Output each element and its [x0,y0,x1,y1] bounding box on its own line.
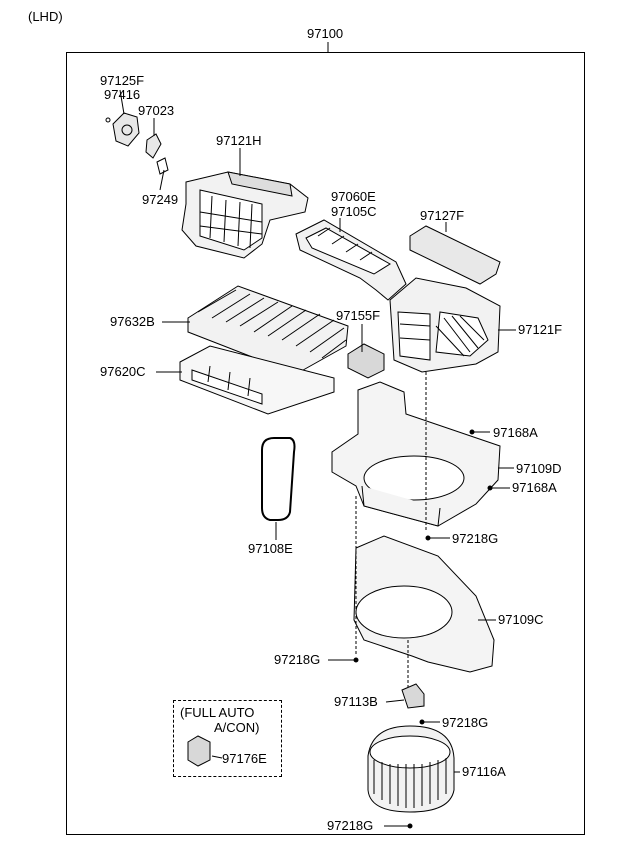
part-label-97620C: 97620C [100,364,146,379]
part-label-97168A-lower: 97168A [512,480,557,495]
part-label-97176E: 97176E [222,751,267,766]
part-label-97632B: 97632B [110,314,155,329]
part-label-97218G-1: 97218G [452,531,499,546]
filter-frame-part [295,219,407,301]
resistor-part [347,343,385,379]
part-label-97249: 97249 [142,192,179,207]
part-label-97218G-2: 97218G [274,652,321,667]
part-label-97109D: 97109D [516,461,562,476]
part-label-97060E: 97060E [331,189,376,204]
part-label-97109C: 97109C [498,612,544,627]
part-label-97113B: 97113B [334,694,378,709]
part-label-97125F: 97125F [100,73,145,88]
diagram-border [66,52,585,835]
upper-case-part [181,171,309,259]
part-label-97127F: 97127F [420,208,465,223]
blower-case-lower-part [353,496,495,690]
variant-label: (LHD) [28,9,63,24]
blower-case-upper-part [331,372,501,530]
part-label-97108E: 97108E [248,541,293,556]
sensor-part [187,735,211,767]
part-label-97023: 97023 [138,103,175,118]
part-label-97218G-4: 97218G [327,818,374,833]
part-label-97105C: 97105C [331,204,377,219]
blower-motor-part [367,725,455,813]
full-auto-box [173,700,282,777]
part-label-97121F: 97121F [518,322,563,337]
part-label-97121H: 97121H [216,133,262,148]
part-label-97218G-3: 97218G [442,715,489,730]
full-auto-note-line1: (FULL AUTO [180,705,255,720]
small-actuator-part [401,683,425,709]
seal-strip-part [409,225,501,285]
actuator-part [105,112,169,175]
assembly-number: 97100 [307,26,344,41]
part-label-97416: 97416 [104,87,141,102]
part-label-97168A-upper: 97168A [493,425,538,440]
gasket-part [261,437,296,521]
full-auto-note-line2: A/CON) [214,720,260,735]
air-filter-part [187,285,349,375]
part-label-97155F: 97155F [336,308,381,323]
part-label-97116A: 97116A [462,764,506,779]
leader-lines [119,89,516,827]
filter-cover-part [179,345,335,415]
intake-housing-part [389,277,501,373]
